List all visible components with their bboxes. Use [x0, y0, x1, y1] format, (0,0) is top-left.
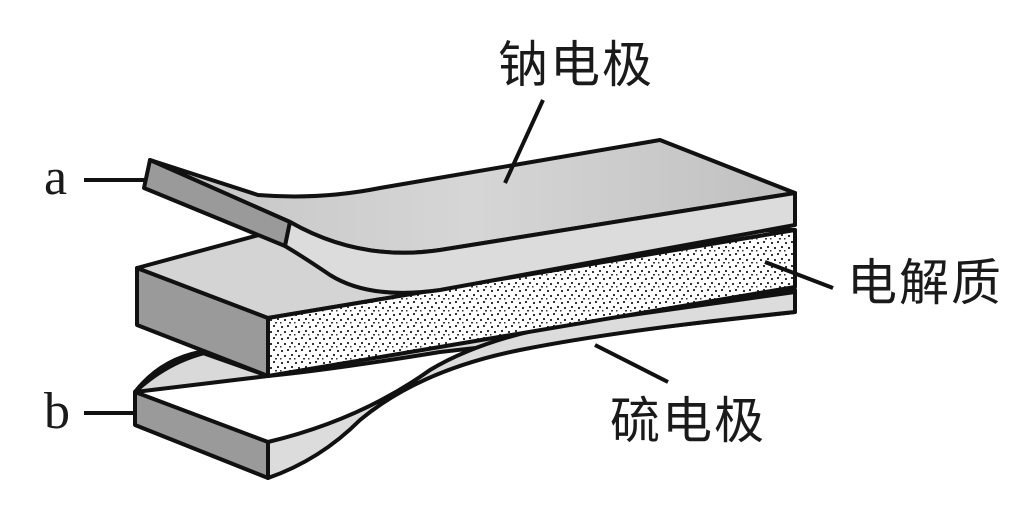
- sodium-electrode-front: [283, 191, 797, 295]
- leader-sodium: [503, 99, 545, 184]
- sodium-electrode: [142, 138, 797, 295]
- leader-lines: [84, 99, 834, 415]
- terminal-a-label: a: [44, 149, 68, 206]
- sulfur-electrode-label: 硫电极: [610, 392, 766, 450]
- sulfur-electrode-front: [266, 290, 797, 480]
- leader-electrolyte: [764, 260, 834, 290]
- electrolyte-label: 电解质: [847, 254, 1003, 312]
- sulfur-electrode-end: [133, 390, 270, 480]
- terminal-b-label: b: [44, 383, 70, 440]
- leader-sulfur: [594, 343, 669, 384]
- electrolyte-front: [266, 228, 797, 378]
- sodium-electrode-label: 钠电极: [498, 36, 654, 94]
